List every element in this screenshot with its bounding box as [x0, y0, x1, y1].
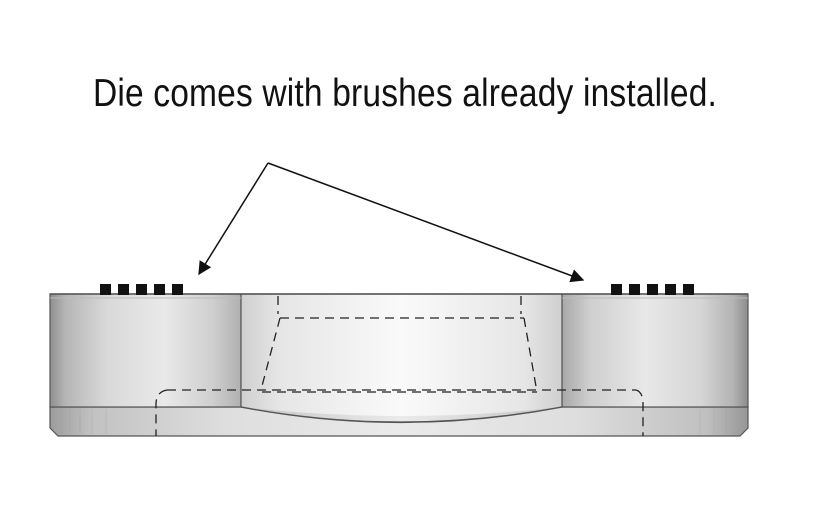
brush: [683, 284, 694, 295]
brush: [629, 284, 640, 295]
brush: [611, 284, 622, 295]
brush: [118, 284, 129, 295]
leader-arrows: [198, 162, 585, 283]
arrow-right: [267, 162, 585, 283]
caption-text: Die comes with brushes already installed…: [92, 72, 718, 115]
die-left-block: [49, 293, 242, 408]
brush: [154, 284, 165, 295]
brush: [100, 284, 111, 295]
base-shading: [61, 409, 737, 434]
brush: [647, 284, 658, 295]
brushes-right: [611, 284, 694, 295]
die-opening: [240, 293, 563, 424]
arrow-left: [198, 162, 269, 276]
brush: [172, 284, 183, 295]
hidden-lines: [155, 296, 644, 436]
brush: [665, 284, 676, 295]
brushes-left: [100, 284, 183, 295]
brush: [136, 284, 147, 295]
